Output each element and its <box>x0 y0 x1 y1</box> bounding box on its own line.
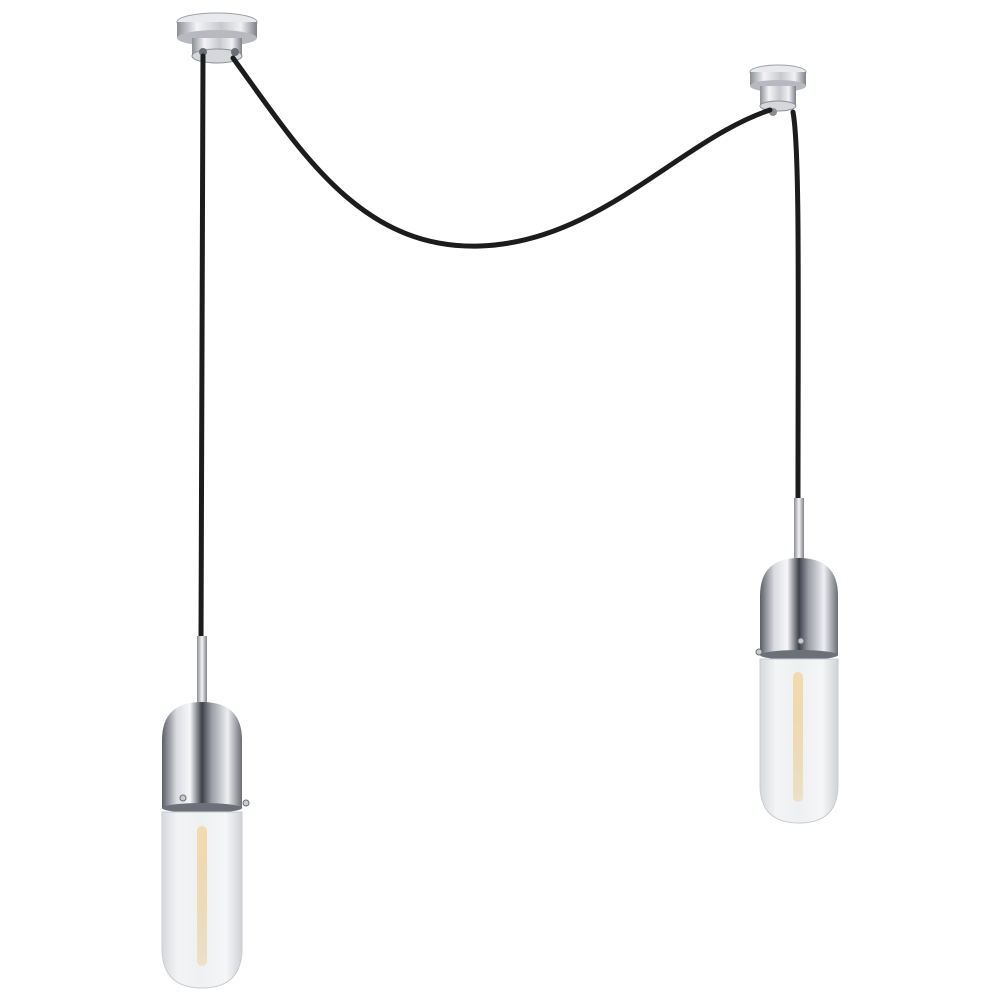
right-canopy <box>749 64 807 116</box>
power-cords <box>198 53 801 643</box>
left-chrome-cap <box>162 702 242 808</box>
left-rod <box>197 636 207 706</box>
right-rod <box>794 498 804 564</box>
right-filament <box>793 672 803 802</box>
right-pendant <box>755 498 839 824</box>
left-canopy <box>176 12 258 64</box>
left-filament <box>197 826 207 966</box>
right-chrome-cap <box>760 558 838 655</box>
left-pendant <box>161 636 250 989</box>
